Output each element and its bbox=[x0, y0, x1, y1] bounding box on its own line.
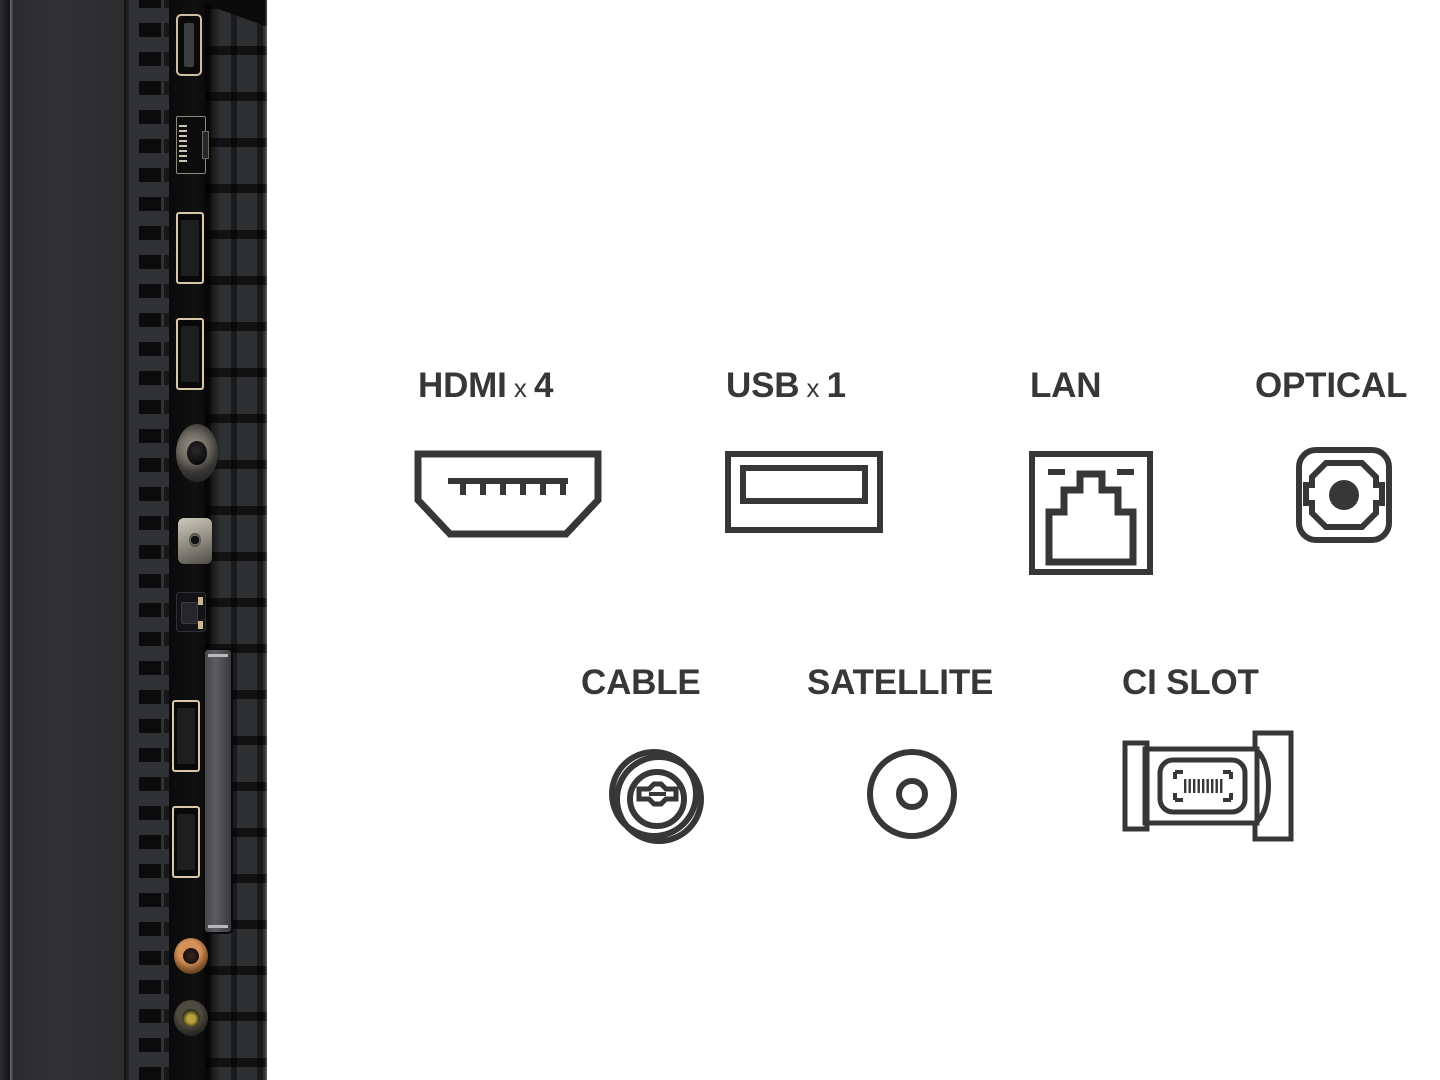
port-icon-diagram: HDMI x 4 bbox=[267, 0, 1440, 1080]
tv-vent-strip bbox=[129, 0, 169, 1080]
hdmi-port-icon bbox=[414, 450, 602, 540]
photo-headphone-jack bbox=[174, 1000, 208, 1036]
tv-panel-right-highlight bbox=[265, 0, 267, 1080]
photo-hdmi-port-2 bbox=[176, 318, 204, 390]
diagram-cell-ci-slot: CI SLOT bbox=[1122, 663, 1294, 842]
diagram-cell-usb: USB x 1 bbox=[725, 366, 883, 533]
photo-optical-port bbox=[176, 592, 206, 632]
photo-hdmi-port-1 bbox=[176, 212, 204, 284]
label-ci-slot: CI SLOT bbox=[1122, 663, 1259, 702]
photo-lan-port bbox=[176, 116, 209, 174]
label-optical: OPTICAL bbox=[1255, 366, 1408, 405]
photo-hdmi-port-3 bbox=[172, 700, 200, 772]
ci-card-slot-icon bbox=[1121, 727, 1299, 849]
label-usb: USB x 1 bbox=[726, 366, 846, 405]
photo-av-rca-jack bbox=[174, 938, 208, 974]
tv-top-corner-chamfer bbox=[205, 0, 267, 26]
tv-bezel-seam bbox=[10, 0, 13, 1080]
usb-port-icon bbox=[724, 450, 884, 534]
photo-ci-slot bbox=[205, 650, 231, 932]
lan-rj45-icon bbox=[1028, 450, 1154, 576]
label-cable: CABLE bbox=[581, 663, 701, 702]
diagram-cell-cable: CABLE bbox=[581, 663, 704, 844]
photo-hdmi-port-4 bbox=[172, 806, 200, 878]
satellite-f-type-icon bbox=[863, 745, 961, 843]
diagram-cell-satellite: SATELLITE bbox=[807, 663, 994, 839]
optical-toslink-icon bbox=[1295, 446, 1393, 544]
label-lan: LAN bbox=[1030, 366, 1102, 405]
diagram-cell-lan: LAN bbox=[1029, 366, 1153, 575]
diagram-cell-optical: OPTICAL bbox=[1255, 366, 1408, 543]
diagram-cell-hdmi: HDMI x 4 bbox=[414, 366, 602, 538]
tv-rear-cover-face bbox=[13, 0, 125, 1080]
coax-cable-icon bbox=[605, 745, 709, 849]
photo-cable-connector bbox=[176, 424, 218, 482]
label-satellite: SATELLITE bbox=[807, 663, 994, 702]
tv-front-bezel-edge bbox=[0, 0, 10, 1080]
photo-usb-port bbox=[176, 14, 202, 76]
tv-rear-cover-groove bbox=[124, 0, 129, 1080]
tv-rear-panel-photo bbox=[0, 0, 267, 1080]
photo-satellite-connector bbox=[178, 518, 212, 564]
label-hdmi: HDMI x 4 bbox=[418, 366, 554, 405]
